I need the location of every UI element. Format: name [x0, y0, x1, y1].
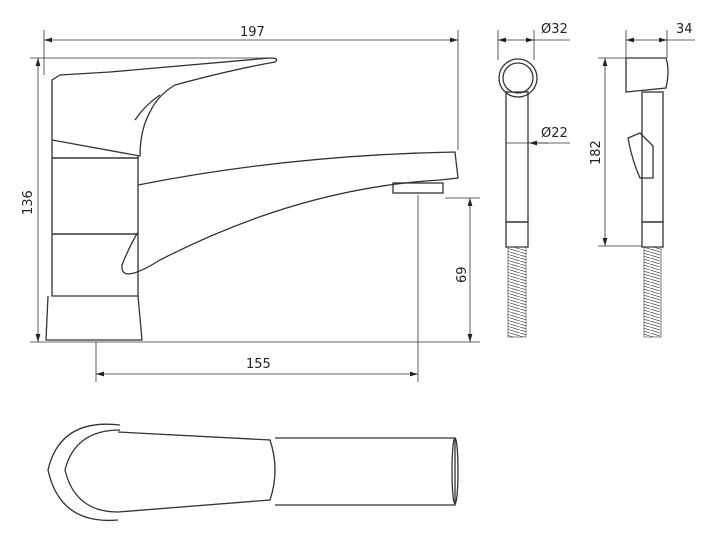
dim-label-182: 182	[589, 140, 604, 165]
dim-label-d22: Ø22	[541, 126, 568, 141]
shower-front-view: Ø32 Ø22	[497, 22, 570, 338]
dimension-total-height: 136	[21, 57, 480, 343]
dim-label-34: 34	[676, 22, 693, 37]
dimension-spout-reach: 155	[95, 195, 419, 382]
dim-label-155: 155	[246, 357, 271, 372]
shower-side-view: 34 182	[589, 22, 695, 338]
faucet-side-view	[45, 57, 459, 341]
faucet-top-view	[47, 423, 459, 522]
dim-label-d32: Ø32	[541, 22, 568, 37]
dim-label-197: 197	[240, 25, 265, 40]
dimension-total-length: 197	[43, 25, 459, 150]
dim-label-136: 136	[21, 190, 36, 215]
dim-label-69: 69	[455, 266, 470, 283]
dimension-spout-height: 69	[445, 197, 480, 342]
